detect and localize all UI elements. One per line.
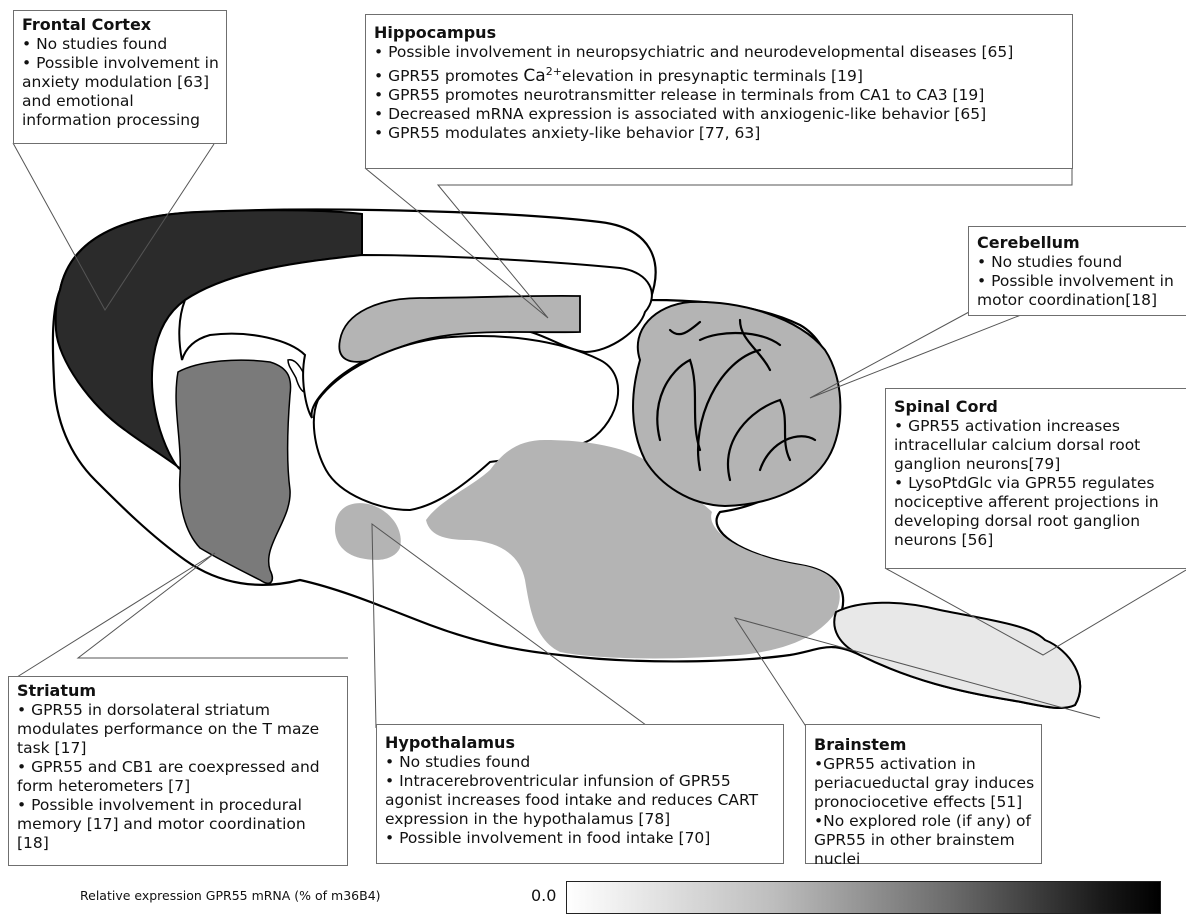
striatum-box: Striatum • GPR55 in dorsolateral striatu… <box>8 676 348 866</box>
hypothalamus-item-1: • No studies found <box>385 753 531 771</box>
striatum-item-1: • GPR55 in dorsolateral striatum modulat… <box>17 701 320 757</box>
cerebellum-folia <box>656 318 817 482</box>
hippocampus-item-1: • Possible involvement in neuropsychiatr… <box>374 43 1014 61</box>
hippocampus-item-2-prefix: • GPR55 promotes <box>374 67 524 86</box>
frontal-cortex-title: Frontal Cortex <box>22 15 152 34</box>
spinal-cord-title: Spinal Cord <box>894 397 998 416</box>
striatum-title: Striatum <box>17 681 97 700</box>
hypothalamus-item-3: • Possible involvement in food intake [7… <box>385 829 711 847</box>
spinal-cord-region <box>833 601 1082 709</box>
hippocampus-box: Hippocampus • Possible involvement in ne… <box>365 14 1073 169</box>
hypothalamus-region <box>335 503 401 560</box>
legend-min-label: 0.0 <box>531 886 557 905</box>
frontal-cortex-box: Frontal Cortex • No studies found • Poss… <box>13 10 227 144</box>
leader-lines <box>12 142 1186 729</box>
hippocampus-item-5: • GPR55 modulates anxiety-like behavior … <box>374 124 761 143</box>
hippocampus-title: Hippocampus <box>374 23 497 42</box>
hypothalamus-item-2: • Intracerebroventricular infunsion of G… <box>385 772 759 828</box>
calcium-symbol: Ca <box>523 66 546 87</box>
spinal-item-2: • LysoPtdGlc via GPR55 regulates nocicep… <box>894 474 1159 549</box>
calcium-charge: 2+ <box>545 65 562 78</box>
cerebellum-title: Cerebellum <box>977 233 1080 252</box>
brainstem-title: Brainstem <box>814 735 907 754</box>
striatum-region <box>175 359 292 584</box>
striatum-item-2: • GPR55 and CB1 are coexpressed and form… <box>17 758 320 795</box>
hippocampus-item-3: • GPR55 promotes neurotransmitter releas… <box>374 86 985 105</box>
hypothalamus-box: Hypothalamus • No studies found • Intrac… <box>376 724 784 864</box>
frontal-item-2: • Possible involvement in anxiety modula… <box>22 54 219 129</box>
hippocampus-item-2-rest: elevation in presynaptic terminals [19] <box>561 67 863 86</box>
frontal-item-1: • No studies found <box>22 35 168 53</box>
brainstem-item-1: •GPR55 activation in periacueductal gray… <box>814 755 1035 811</box>
cerebellum-item-1: • No studies found <box>977 253 1123 271</box>
hypothalamus-title: Hypothalamus <box>385 733 515 752</box>
striatum-item-3: • Possible involvement in procedural mem… <box>17 796 306 852</box>
cerebellum-item-2: • Possible involvement in motor coordina… <box>977 272 1174 309</box>
brainstem-region <box>426 440 840 659</box>
hippocampus-item-2: • GPR55 promotes Ca2+elevation in presyn… <box>374 62 1066 86</box>
legend-gradient-bar <box>566 881 1161 914</box>
cerebellum-box: Cerebellum • No studies found • Possible… <box>968 226 1186 316</box>
brainstem-box: Brainstem •GPR55 activation in periacued… <box>805 724 1042 868</box>
brainstem-item-2: •No explored role (if any) of GPR55 in o… <box>814 812 1031 868</box>
hippocampus-item-4: • Decreased mRNA expression is associate… <box>374 105 987 124</box>
spinal-item-1: • GPR55 activation increases intracellul… <box>894 417 1141 473</box>
legend-label: Relative expression GPR55 mRNA (% of m36… <box>80 888 381 903</box>
frontal-cortex-region <box>54 209 363 472</box>
spinal-cord-box: Spinal Cord • GPR55 activation increases… <box>885 388 1186 569</box>
